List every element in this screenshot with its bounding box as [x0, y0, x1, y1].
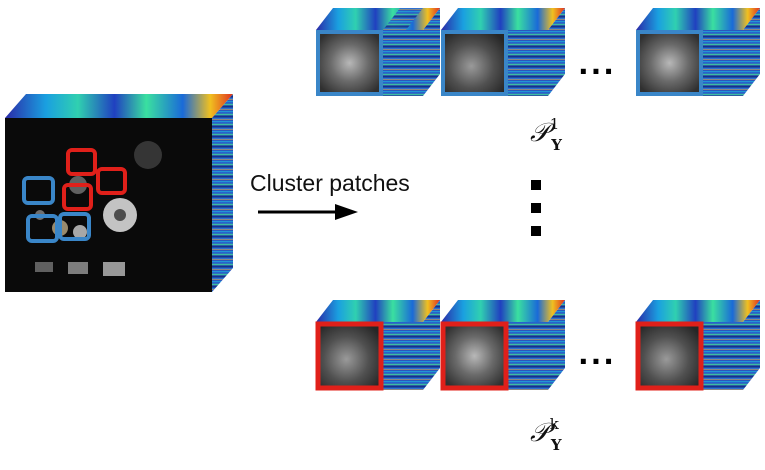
blue-patch-box	[22, 176, 55, 205]
red-patch-box	[96, 167, 127, 195]
red-patch-box	[66, 148, 97, 176]
source-cube-top-face	[5, 94, 233, 118]
patch-cube	[316, 8, 440, 96]
patch-cube	[636, 8, 760, 96]
top-cluster-patches	[316, 8, 760, 96]
source-cube-side-face	[212, 94, 233, 292]
top-cluster-superscript: 1	[549, 115, 560, 133]
patch-cube	[440, 300, 565, 391]
bottom-cluster-symbol: 𝒫	[530, 418, 549, 448]
patch-cube	[315, 300, 440, 391]
blue-patch-box	[58, 212, 91, 241]
vertical-ellipsis	[531, 180, 541, 236]
red-patch-box	[62, 183, 93, 211]
cluster-arrow	[258, 204, 358, 220]
bottom-cluster-patches	[315, 300, 760, 391]
bottom-cluster-label: 𝒫kY	[530, 415, 562, 454]
blue-patch-box	[26, 214, 59, 243]
bottom-row-ellipsis: ...	[578, 338, 616, 371]
top-cluster-label: 𝒫1Y	[530, 115, 562, 154]
cluster-patches-label: Cluster patches	[250, 170, 410, 196]
patch-cube	[441, 8, 565, 96]
patch-cube	[635, 300, 760, 391]
bottom-cluster-superscript: k	[549, 415, 559, 433]
top-cluster-subscript: Y	[551, 136, 563, 154]
top-row-ellipsis: ...	[578, 48, 616, 81]
top-cluster-symbol: 𝒫	[530, 118, 549, 148]
bottom-cluster-subscript: Y	[550, 436, 562, 454]
source-cube	[5, 94, 233, 292]
